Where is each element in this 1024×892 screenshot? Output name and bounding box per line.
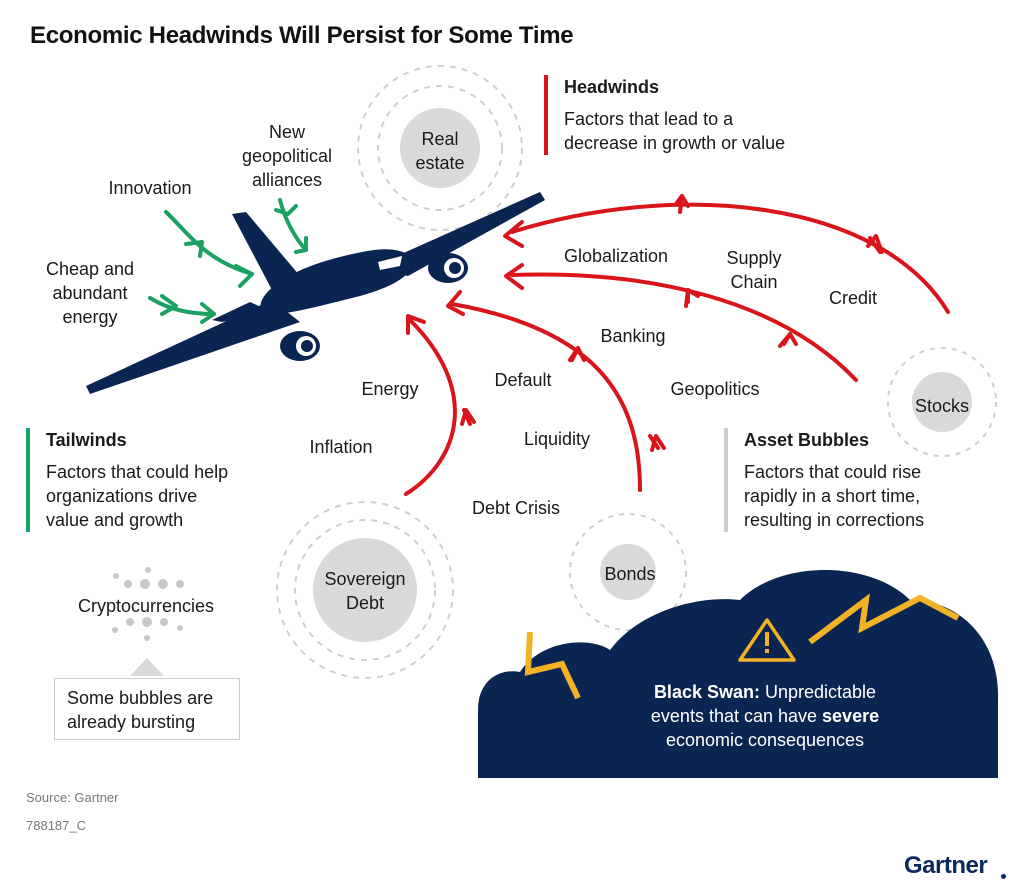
black-swan-emph: severe — [822, 706, 880, 726]
label-credit: Credit — [828, 288, 878, 308]
legend-headwinds-line: decrease in growth or value — [564, 133, 786, 153]
label-stocks: Stocks — [914, 396, 970, 416]
bubble-note-line: already bursting — [67, 712, 196, 732]
label-inflation: Inflation — [309, 437, 373, 457]
legend-headwinds-desc: Factors that lead to a decrease in growt… — [564, 107, 785, 155]
bubble-bonds — [569, 513, 687, 631]
label-supply-chain: Supply Chain — [726, 248, 782, 292]
label-default: Default — [494, 370, 552, 390]
label-liquidity: Liquidity — [523, 429, 591, 449]
legend-tailwinds: Tailwinds Factors that could help organi… — [26, 428, 228, 532]
document-id: 788187_C — [26, 818, 86, 833]
black-swan-lead: Black Swan: — [653, 682, 760, 702]
lightning-bolts — [524, 593, 960, 700]
tailwind-arrow-alliances — [278, 198, 308, 252]
legend-tailwinds-desc: Factors that could help organizations dr… — [46, 460, 228, 532]
gartner-logo: Gartner — [904, 852, 988, 879]
label-innovation: Innovation — [108, 178, 192, 198]
bubble-note-line: Some bubbles are — [67, 688, 214, 708]
legend-asset-bubbles-line: rapidly in a short time, — [744, 486, 921, 506]
label-energy: Energy — [361, 379, 419, 399]
black-swan-text: Black Swan: Unpredictable events that ca… — [540, 680, 990, 752]
logo-dot — [1001, 874, 1006, 879]
airplane — [86, 192, 545, 394]
label-banking: Banking — [600, 326, 666, 346]
source-note: Source: Gartner — [26, 790, 119, 805]
legend-tailwinds-line: value and growth — [46, 510, 184, 530]
legend-tailwinds-line: Factors that could help — [46, 462, 229, 482]
headwind-arrow-supply-chain — [510, 272, 858, 382]
bubble-real-estate — [357, 65, 523, 231]
legend-tailwinds-title: Tailwinds — [46, 430, 127, 450]
bubble-note: Some bubbles are already bursting — [54, 678, 240, 740]
note-pointer — [130, 658, 164, 676]
legend-asset-bubbles: Asset Bubbles Factors that could rise ra… — [724, 428, 924, 532]
black-swan-text2: events that can have — [650, 706, 823, 726]
legend-asset-bubbles-line: resulting in corrections — [744, 510, 925, 530]
legend-headwinds-title: Headwinds — [564, 77, 660, 97]
label-debt-crisis: Debt Crisis — [471, 498, 561, 518]
label-sovereign-debt: Sovereign Debt — [324, 569, 406, 613]
legend-asset-bubbles-title: Asset Bubbles — [744, 430, 870, 450]
legend-headwinds-line: Factors that lead to a — [564, 109, 734, 129]
label-cheap-abundant-energy: Cheap and abundant energy — [45, 259, 135, 327]
legend-asset-bubbles-desc: Factors that could rise rapidly in a sho… — [744, 460, 924, 532]
bubble-sovereign-debt — [276, 501, 454, 679]
label-geopolitics: Geopolitics — [670, 379, 760, 399]
label-real-estate: Real estate — [415, 129, 465, 173]
label-new-geopolitical-alliances: New geopolitical alliances — [241, 122, 333, 190]
tailwind-arrow-energy — [148, 296, 216, 316]
headwind-arrow-inflation — [404, 318, 457, 496]
label-bonds: Bonds — [604, 564, 656, 584]
headwind-arrow-credit — [510, 202, 950, 314]
tailwind-arrows — [148, 198, 308, 324]
label-cryptocurrencies: Cryptocurrencies — [77, 596, 215, 616]
legend-headwinds: Headwinds Factors that lead to a decreas… — [544, 75, 785, 155]
black-swan-text1: Unpredictable — [759, 682, 877, 702]
legend-tailwinds-line: organizations drive — [46, 486, 198, 506]
page-title: Economic Headwinds Will Persist for Some… — [30, 22, 574, 49]
label-globalization: Globalization — [563, 246, 669, 266]
headwind-arrow-geopolitics — [450, 302, 642, 492]
legend-asset-bubbles-line: Factors that could rise — [744, 462, 922, 482]
bubble-crypto-dots — [112, 567, 184, 641]
warning-icon — [738, 618, 796, 662]
bubble-stocks — [887, 347, 997, 457]
black-swan-text3: economic consequences — [665, 730, 865, 750]
